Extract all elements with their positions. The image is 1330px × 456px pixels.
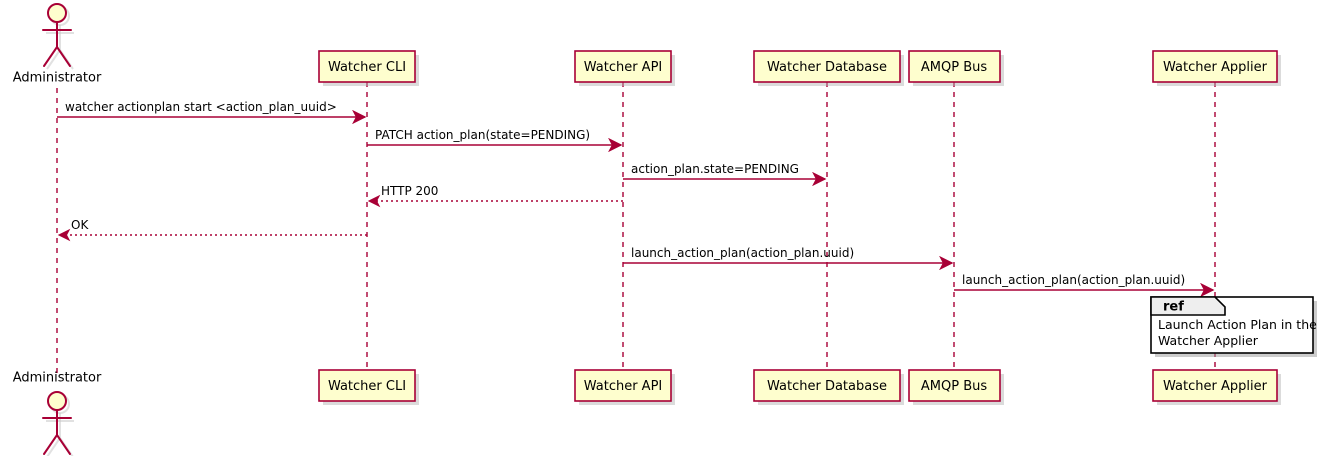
- ref-body-line-1: Watcher Applier: [1158, 333, 1259, 348]
- participant-box-watcher-applier[interactable]: [1152, 50, 1278, 83]
- message-label-msg-3: action_plan.state=PENDING: [631, 162, 799, 176]
- participant-label-watcher-database: Watcher Database: [767, 379, 887, 394]
- participant-label-watcher-api: Watcher API: [584, 60, 663, 75]
- message-label-msg-4: HTTP 200: [381, 184, 438, 198]
- participant-label-watcher-applier: Watcher Applier: [1163, 60, 1268, 75]
- participant-label-administrator: Administrator: [13, 71, 102, 86]
- participant-label-administrator: Administrator: [13, 371, 102, 386]
- participant-box-watcher-database[interactable]: [753, 50, 901, 83]
- message-label-msg-2: PATCH action_plan(state=PENDING): [375, 128, 590, 142]
- participant-box-amqp-bus[interactable]: [908, 369, 1001, 402]
- participant-label-watcher-api: Watcher API: [584, 379, 663, 394]
- ref-body-line-0: Launch Action Plan in the: [1158, 317, 1317, 332]
- participant-label-watcher-cli: Watcher CLI: [328, 60, 406, 75]
- participant-box-watcher-cli[interactable]: [318, 50, 416, 83]
- participant-label-amqp-bus: AMQP Bus: [921, 379, 987, 394]
- lifelines-group: [56, 82, 1216, 378]
- ref-tab-label: ref: [1163, 300, 1184, 315]
- message-label-msg-7: launch_action_plan(action_plan.uuid): [962, 273, 1185, 287]
- message-label-msg-5: OK: [71, 218, 89, 232]
- ref-tab-shape: [1150, 296, 1226, 316]
- participant-box-watcher-database[interactable]: [753, 369, 901, 402]
- participant-box-amqp-bus[interactable]: [908, 50, 1001, 83]
- actor-figure-top: [42, 3, 72, 67]
- messages-group: watcher actionplan start <action_plan_uu…: [57, 100, 1215, 298]
- participant-label-watcher-cli: Watcher CLI: [328, 379, 406, 394]
- participant-label-watcher-applier: Watcher Applier: [1163, 379, 1268, 394]
- participant-label-watcher-database: Watcher Database: [767, 60, 887, 75]
- message-label-msg-6: launch_action_plan(action_plan.uuid): [631, 246, 854, 260]
- participant-box-watcher-cli[interactable]: [318, 369, 416, 402]
- participant-box-watcher-api[interactable]: [574, 369, 672, 402]
- participants-top-group: Administrator Watcher CLI Watcher API Watch…: [13, 3, 1281, 86]
- participant-label-amqp-bus: AMQP Bus: [921, 60, 987, 75]
- actor-figure-bottom: [42, 391, 72, 455]
- participant-box-watcher-applier[interactable]: [1152, 369, 1278, 402]
- message-label-msg-1: watcher actionplan start <action_plan_uu…: [65, 100, 337, 114]
- participant-box-watcher-api[interactable]: [574, 50, 672, 83]
